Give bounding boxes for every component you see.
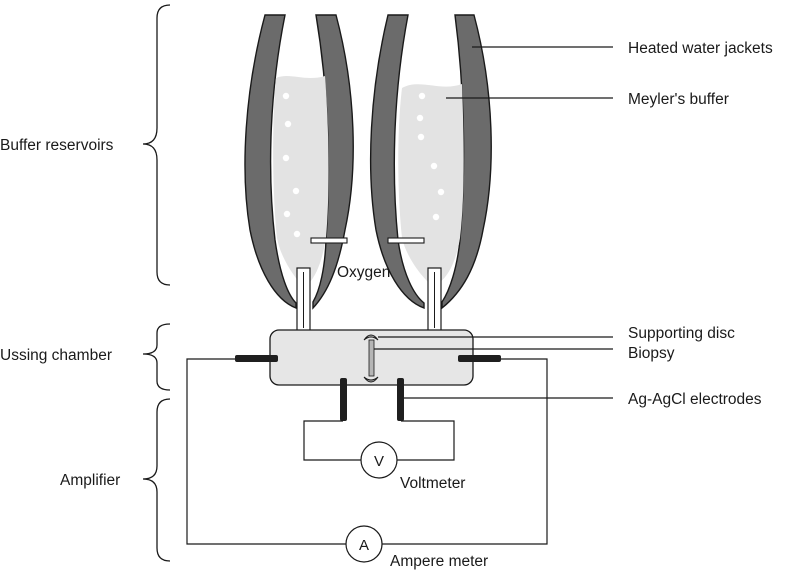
brace-buffer-reservoirs [142, 4, 171, 286]
supporting-disc-bottom [363, 376, 379, 383]
right-bubble [432, 213, 440, 221]
label-using-chamber: Ussing chamber [0, 347, 112, 364]
right-bubble [430, 162, 438, 170]
left-bubble [293, 230, 301, 238]
left-bubble [283, 210, 291, 218]
brace-amplifier [142, 398, 171, 562]
voltmeter-wire [397, 420, 455, 461]
left-reservoir-jacket-left [244, 14, 297, 310]
right-bubble [418, 92, 426, 100]
biopsy-membrane [368, 339, 375, 377]
voltage-electrode-right [397, 378, 404, 421]
label-amplifier: Amplifier [60, 472, 120, 489]
ammeter-wire [186, 358, 346, 545]
voltage-electrode-left [340, 378, 347, 421]
label-heated-water-jackets: Heated water jackets [628, 40, 773, 57]
brace-ussing-chamber [142, 323, 171, 391]
ammeter-wire [382, 358, 548, 545]
current-electrode-left [235, 355, 278, 362]
ampere-meter-icon [345, 525, 383, 563]
label-meylers-buffer: Meyler's buffer [628, 91, 729, 108]
right-oxygen-clamp [387, 237, 425, 244]
label-ag-agcl-electrodes: Ag-AgCl electrodes [628, 391, 762, 408]
voltmeter-symbol: V [374, 453, 384, 470]
label-buffer-reservoirs: Buffer reservoirs [0, 137, 114, 154]
left-reservoir [244, 14, 354, 333]
left-reservoir-buffer [273, 76, 329, 282]
ampere-meter-symbol: A [359, 537, 369, 554]
voltmeter-wire [303, 420, 361, 461]
label-voltmeter: Voltmeter [400, 475, 465, 492]
label-ampere-meter: Ampere meter [390, 553, 488, 570]
label-oxygen: Oxygen [337, 264, 390, 281]
right-bubble [417, 133, 425, 141]
left-oxygen-clamp [310, 237, 348, 244]
label-biopsy: Biopsy [628, 345, 675, 362]
right-bubble [416, 114, 424, 122]
right-reservoir [369, 14, 492, 333]
left-bubble [292, 187, 300, 195]
voltmeter-icon [360, 441, 398, 479]
supporting-disc-top [363, 334, 379, 341]
current-electrode-right [458, 355, 501, 362]
left-bubble [284, 120, 292, 128]
right-reservoir-buffer [398, 84, 464, 282]
right-bubble [437, 188, 445, 196]
left-bubble [282, 154, 290, 162]
right-reservoir-jacket-left [369, 14, 425, 310]
left-bubble [282, 92, 290, 100]
label-supporting-disc: Supporting disc [628, 325, 735, 342]
